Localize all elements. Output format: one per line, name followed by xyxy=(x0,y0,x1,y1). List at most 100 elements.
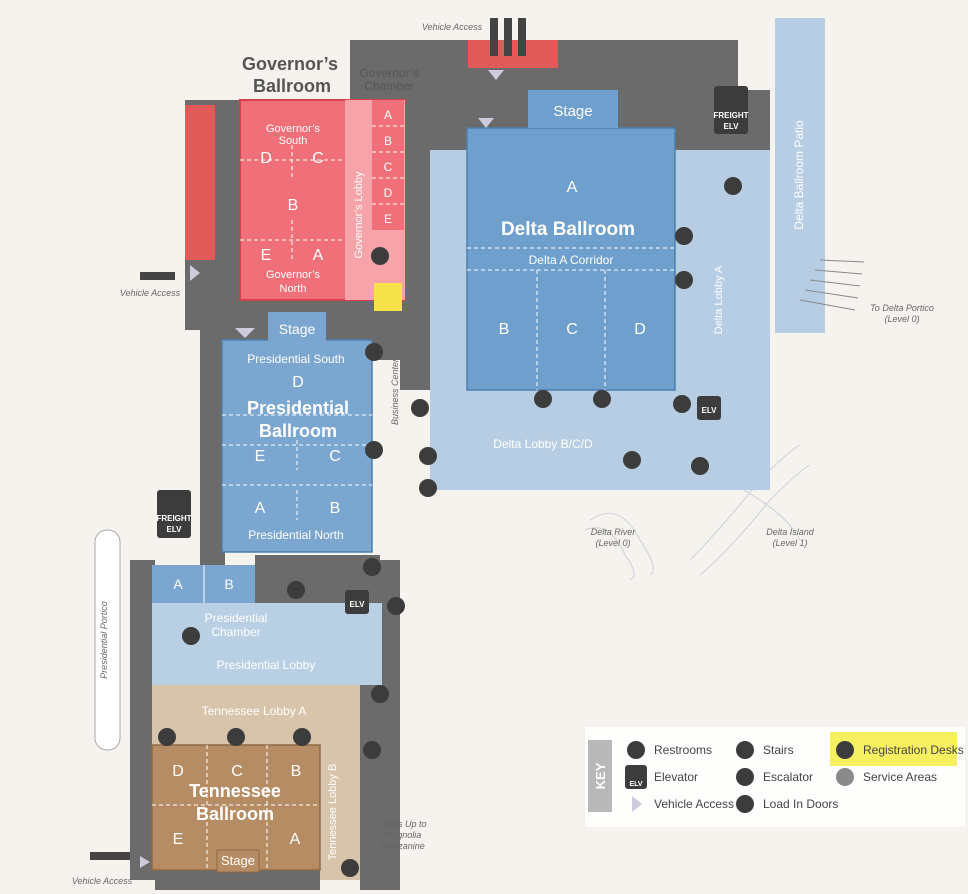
pres-c: C xyxy=(329,448,341,465)
legend-restrooms: Restrooms xyxy=(654,743,712,757)
delta-ballroom[interactable] xyxy=(466,127,676,391)
delta-dividers xyxy=(467,247,675,390)
legend-registration-icon xyxy=(836,741,854,759)
freight-elevator-icon[interactable] xyxy=(714,86,748,134)
tennessee-ballroom[interactable] xyxy=(151,744,321,871)
pres-e: E xyxy=(255,448,266,465)
to-delta-portico-2: (Level 0) xyxy=(884,314,919,324)
gov-south-label-2: South xyxy=(279,135,308,147)
pres-chamber-b: B xyxy=(224,576,233,592)
restroom-icon xyxy=(363,177,742,759)
tennessee-stage-label: Stage xyxy=(221,853,255,868)
governors-chamber-label: Governor’s xyxy=(360,66,419,80)
tennessee-stage[interactable] xyxy=(216,849,260,873)
vehicle-access-bars xyxy=(90,272,175,860)
elevator-icon xyxy=(697,396,721,420)
legend-vehicle-icon xyxy=(632,796,642,812)
delta-c: C xyxy=(566,321,578,338)
tn-lobby-a-label: Tennessee Lobby A xyxy=(202,704,307,718)
gov-north-label: Governor’s xyxy=(266,269,321,281)
gov-south-label: Governor’s xyxy=(266,123,321,135)
delta-ballroom-title: Delta Ballroom xyxy=(501,219,635,240)
presidential-stage[interactable] xyxy=(268,312,326,342)
pres-south-label: Presidential South xyxy=(247,352,344,366)
gov-lobby-label: Governor’s Lobby xyxy=(353,171,365,259)
legend: KEY Restrooms Stairs Registration Desks … xyxy=(585,727,965,827)
gl-a: A xyxy=(384,108,392,122)
pres-chamber-label: Presidential xyxy=(205,611,268,625)
vehicle-access-icon xyxy=(140,70,504,868)
legend-load-in-icon xyxy=(736,795,754,813)
tennessee-dividers xyxy=(152,745,320,870)
governors-service-strip xyxy=(185,105,215,260)
freight-label-delta: FREIGHT xyxy=(713,111,748,120)
tn-d: D xyxy=(172,763,184,780)
tn-c: C xyxy=(231,763,243,780)
delta-d: D xyxy=(634,321,646,338)
elevator-icon xyxy=(345,590,369,614)
pres-d: D xyxy=(292,374,304,391)
gl-e: E xyxy=(384,212,392,226)
pres-b: B xyxy=(330,500,341,517)
legend-elevator: Elevator xyxy=(654,770,698,784)
tn-ballroom-title-2: Ballroom xyxy=(196,804,274,824)
stairs-up-label: Stairs Up to xyxy=(379,819,426,829)
legend-key-label: KEY xyxy=(593,762,608,789)
gov-e: E xyxy=(261,247,272,264)
vehicle-access-label-bottom: Vehicle Access xyxy=(72,876,133,886)
vehicle-access-label-top: Vehicle Access xyxy=(422,22,483,32)
pres-portico-label: Presidential Portico xyxy=(99,601,109,679)
legend-registration: Registration Desks xyxy=(863,743,964,757)
legend-escalator-icon xyxy=(736,768,754,786)
registration-desk-icon xyxy=(158,227,693,746)
gov-c: C xyxy=(312,150,324,167)
governors-ballroom-title: Governor’s xyxy=(242,54,338,74)
vehicle-dock-top xyxy=(468,40,558,68)
gov-d: D xyxy=(260,150,272,167)
presidential-dividers xyxy=(222,414,372,520)
pres-ballroom-title: Presidential xyxy=(247,398,349,418)
governors-dividers xyxy=(240,125,404,260)
delta-stage[interactable] xyxy=(528,90,618,128)
delta-island: Delta Island xyxy=(766,527,815,537)
legend-elv-badge: ELV xyxy=(629,781,642,788)
tn-b: B xyxy=(291,763,302,780)
legend-vehicle: Vehicle Access xyxy=(654,797,734,811)
presidential-ballroom[interactable] xyxy=(221,339,373,553)
legend-stairs-icon xyxy=(736,741,754,759)
gov-north-label-2: North xyxy=(280,283,307,295)
elv-label-delta-lobby: ELV xyxy=(702,406,718,415)
tennessee-lobby-b[interactable] xyxy=(320,740,360,880)
legend-restroom-icon xyxy=(627,741,645,759)
escalator-icon xyxy=(691,457,709,475)
tn-lobby-b-label: Tennessee Lobby B xyxy=(327,764,339,861)
legend-stairs: Stairs xyxy=(763,743,794,757)
delta-lobby-a-label: Delta Lobby A xyxy=(713,265,725,334)
freight-elevator-icon[interactable] xyxy=(157,490,191,538)
governors-ballroom-title-2: Ballroom xyxy=(253,76,331,96)
registration-desk-highlight[interactable] xyxy=(374,283,402,311)
pres-chamber-a: A xyxy=(173,576,183,592)
stairs-up-label-2: Magnolia xyxy=(385,830,422,840)
legend-escalator: Escalator xyxy=(763,770,813,784)
delta-lobby-bcd-label: Delta Lobby B/C/D xyxy=(493,437,593,451)
tn-ballroom-title: Tennessee xyxy=(189,781,281,801)
elv-label-delta: ELV xyxy=(724,122,740,131)
governors-lobby-rooms[interactable] xyxy=(372,100,404,230)
freight-label-pres: FREIGHT xyxy=(156,514,191,523)
legend-service: Service Areas xyxy=(863,770,937,784)
pres-a: A xyxy=(255,500,266,517)
presidential-stage-label: Stage xyxy=(279,321,316,337)
presidential-portico xyxy=(94,529,121,751)
gl-b: B xyxy=(384,134,392,148)
gov-b: B xyxy=(288,197,299,214)
legend-service-icon xyxy=(836,768,854,786)
portico-stairs xyxy=(799,259,865,311)
pres-lobby-label: Presidential Lobby xyxy=(217,658,316,672)
dock-doors xyxy=(490,18,526,56)
elv-label-pres: ELV xyxy=(167,525,183,534)
tn-e: E xyxy=(173,831,184,848)
tennessee-lobby-a[interactable] xyxy=(152,685,360,745)
business-center-label: Business Center xyxy=(390,358,400,425)
